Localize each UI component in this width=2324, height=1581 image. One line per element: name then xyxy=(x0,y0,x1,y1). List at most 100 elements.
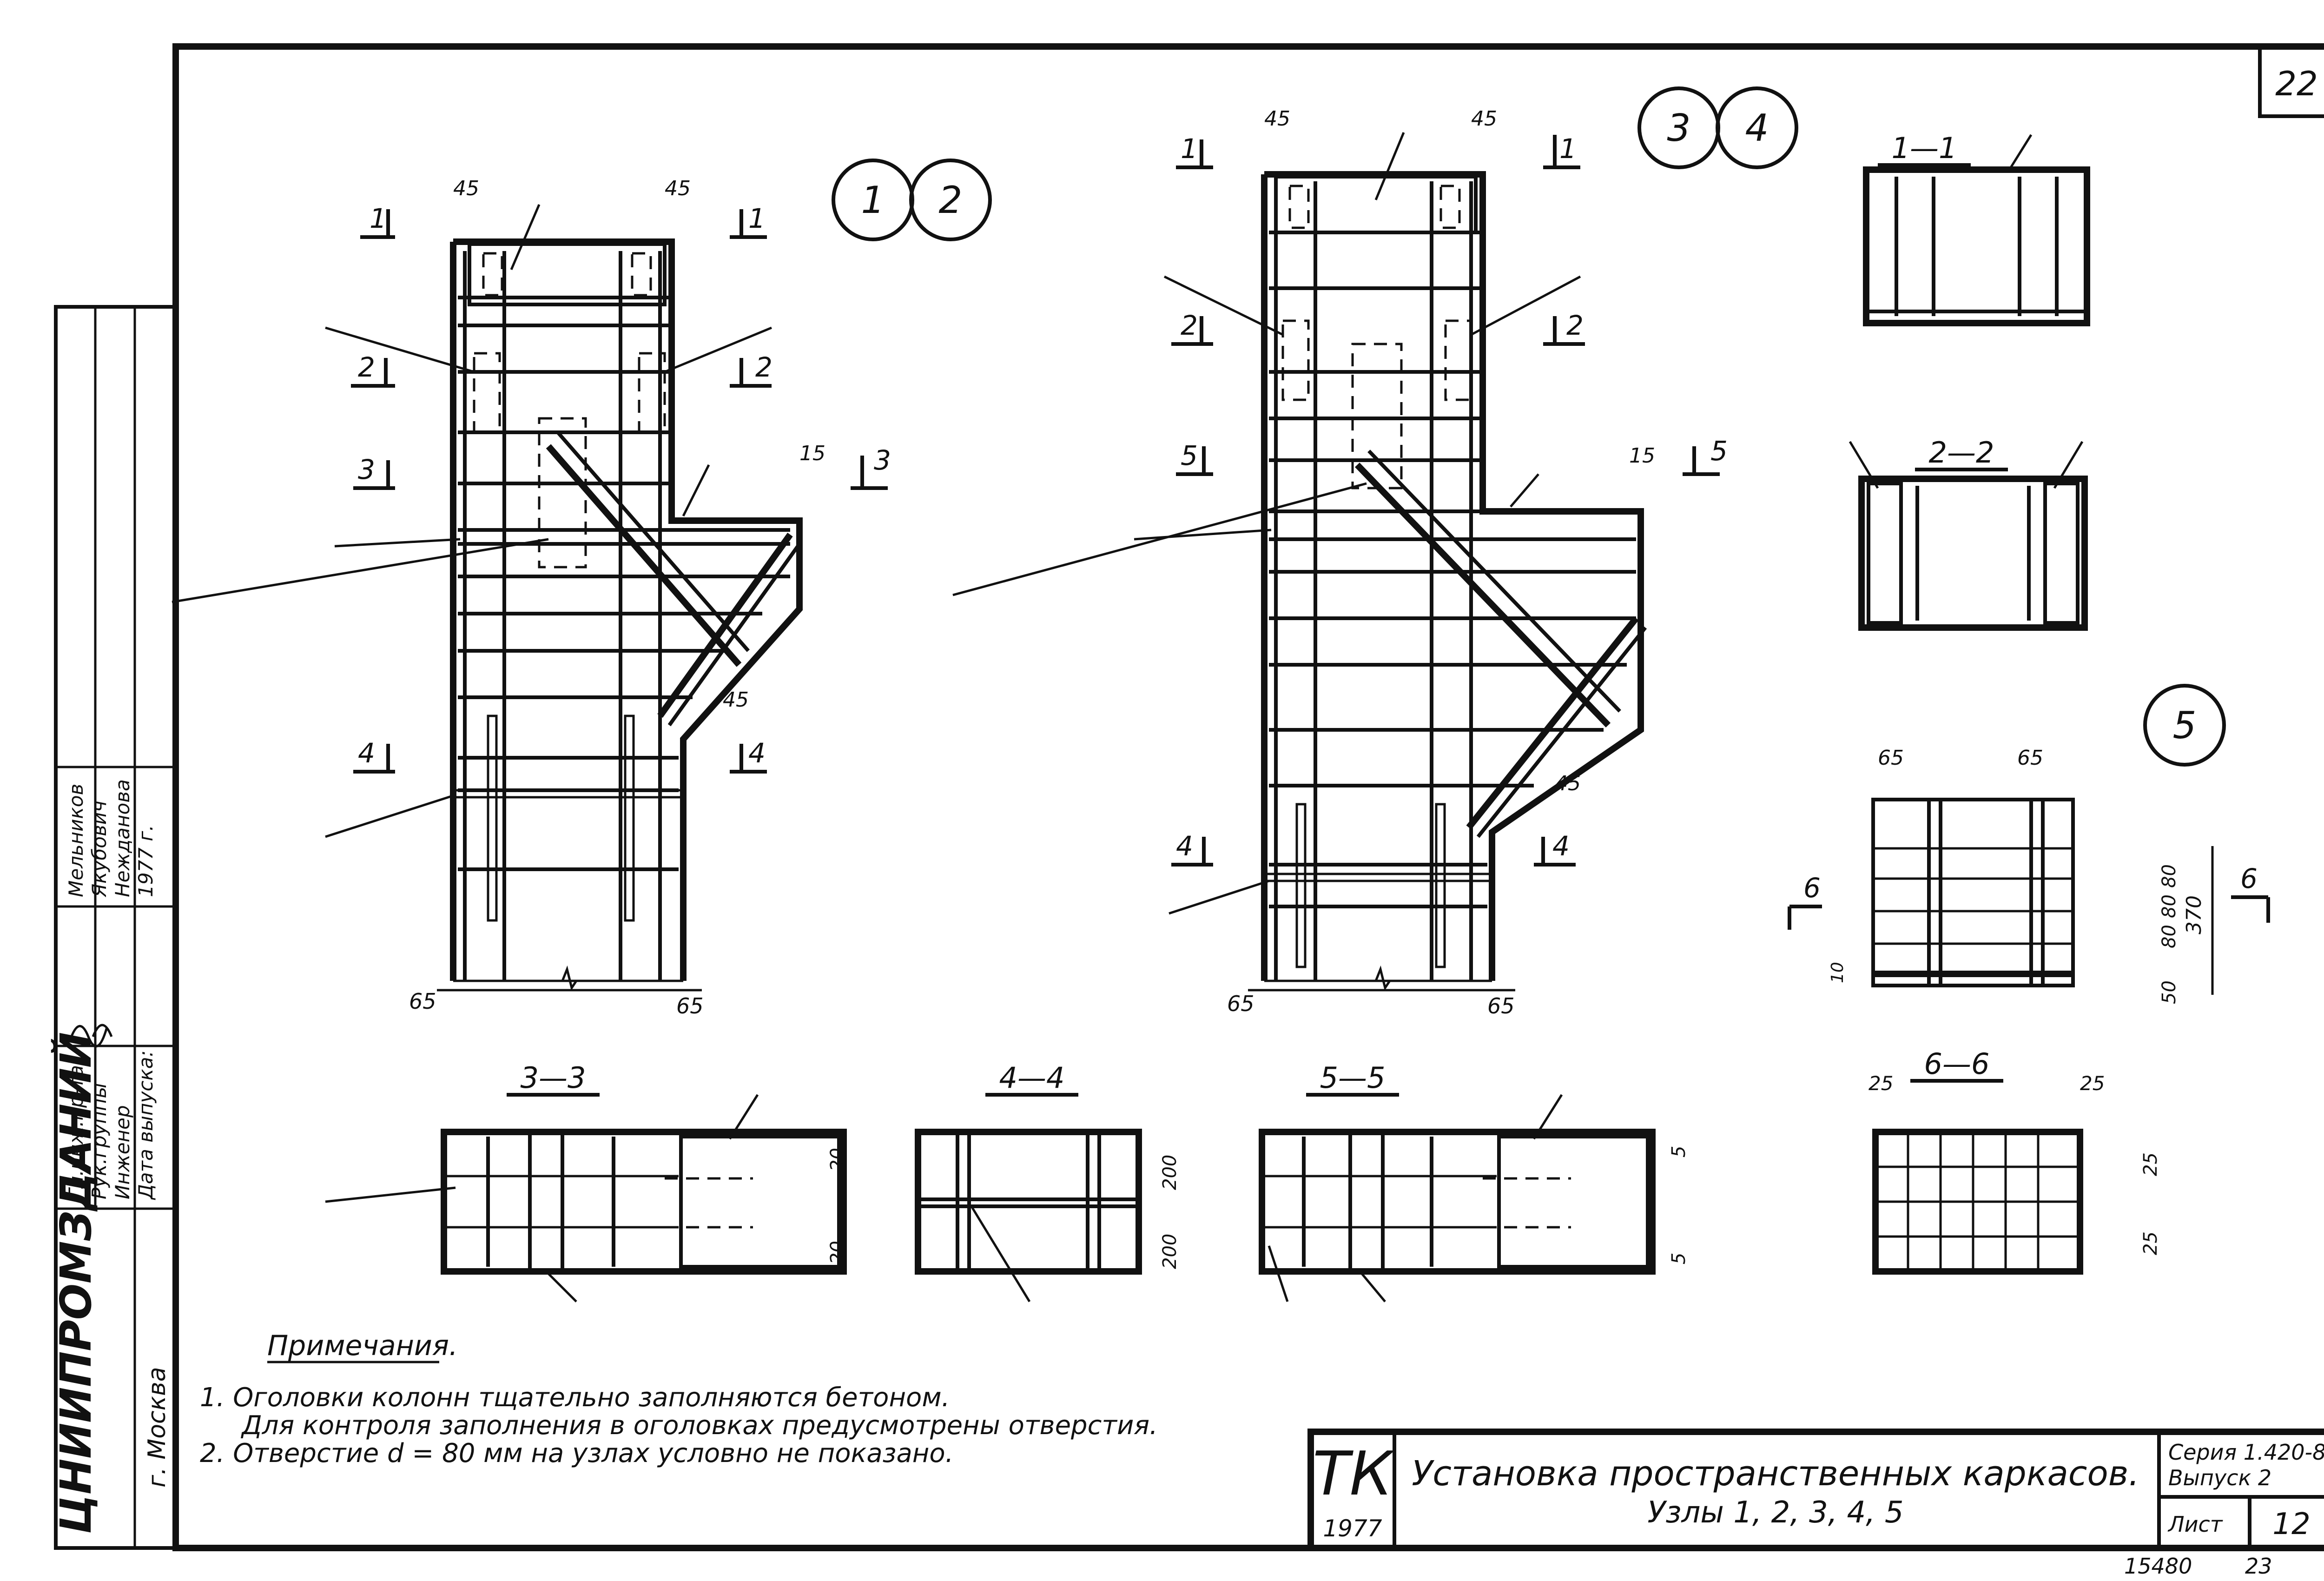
section-1-1: 1—1 xyxy=(1863,131,2090,326)
section-5-5-title: 5—5 xyxy=(1320,1061,1386,1095)
node-3-label: 3 xyxy=(1667,106,1691,150)
sig-role-4: Дата выпуска: xyxy=(134,1050,157,1200)
dim-370: 370 xyxy=(2182,895,2206,934)
node-3-4-labels: 1 1 2 2 5 5 4 4 45 45 15 45 65 65 xyxy=(952,107,1728,1019)
dim-65-b: 65 xyxy=(676,993,704,1019)
section-2-2: 2—2 xyxy=(1849,436,2088,631)
tb-sheet-label: Лист xyxy=(2167,1512,2223,1537)
cut-2-left: 2 xyxy=(358,351,375,383)
dim-50-a: 50 xyxy=(2159,980,2180,1004)
dim-20-b: 20 xyxy=(827,1241,848,1264)
node-5-label: 5 xyxy=(2173,704,2197,747)
cut-1b-right: 1 xyxy=(1559,133,1577,165)
section-6-6: 6—6 25 25 25 25 xyxy=(1868,1047,2161,1275)
cut-5-right: 5 xyxy=(1710,435,1728,467)
dim-25-a: 25 xyxy=(1868,1072,1893,1095)
dim-65-e: 65 xyxy=(1878,746,1904,770)
section-4-4-title: 4—4 xyxy=(999,1061,1065,1095)
dim-45-d: 45 xyxy=(1264,107,1290,131)
signature-scribble xyxy=(68,1024,113,1048)
cut-4b-left: 4 xyxy=(1176,830,1193,862)
node-3-4-elevation: 3 4 xyxy=(1261,86,1798,991)
cut-6-left: 6 xyxy=(1803,872,1821,904)
node-4-circle xyxy=(1716,86,1798,169)
title-block: ТК 1977 Установка пространственных карка… xyxy=(1307,1429,2324,1579)
dim-200-b: 200 xyxy=(1159,1234,1181,1269)
sig-name-3: Нежданова xyxy=(111,779,134,897)
node-1-2-labels: 1 1 2 2 3 3 4 4 45 45 15 45 65 65 xyxy=(172,177,891,1019)
section-2-2-title: 2—2 xyxy=(1929,436,1994,470)
cut-2b-left: 2 xyxy=(1181,310,1198,341)
cut-6-right: 6 xyxy=(2240,863,2258,894)
dim-45-c: 45 xyxy=(723,688,749,712)
cut-3-right: 3 xyxy=(874,444,891,476)
node-2-label: 2 xyxy=(939,179,963,222)
dim-80-b: 80 xyxy=(2159,894,2180,918)
section-3-3: 3—3 20 20 xyxy=(325,1061,848,1303)
node-4-label: 4 xyxy=(1745,106,1769,150)
dim-65-d: 65 xyxy=(1487,993,1515,1019)
dim-65-c: 65 xyxy=(1227,991,1254,1016)
tb-archive-no: 15480 xyxy=(2124,1554,2192,1579)
tb-issue: Выпуск 2 xyxy=(2168,1465,2271,1490)
node-1-label: 1 xyxy=(861,179,885,222)
cut-4b-right: 4 xyxy=(1552,830,1570,862)
stamp-city: г. Москва xyxy=(143,1367,171,1488)
node-2-circle xyxy=(909,159,992,241)
dim-65-f: 65 xyxy=(2017,746,2043,770)
node-5: 5 65 65 6 6 370 80 80 80 50 10 xyxy=(1788,684,2270,1004)
dim-25-d: 25 xyxy=(2140,1231,2161,1255)
tb-title-2: Узлы 1, 2, 3, 4, 5 xyxy=(1647,1495,1903,1530)
cut-2-right: 2 xyxy=(755,351,772,383)
note-1-line-1: 1. Оголовки колонн тщательно заполняются… xyxy=(200,1383,950,1413)
dim-25-b: 25 xyxy=(2080,1072,2105,1095)
section-1-1-title: 1—1 xyxy=(1892,131,1957,165)
tb-archive-page: 23 xyxy=(2245,1554,2272,1579)
tb-series: Серия 1.420-8 xyxy=(2168,1440,2324,1465)
stamp-org: ЦНИИПРОМЗДАНИЙ xyxy=(51,1032,101,1534)
cut-1-right: 1 xyxy=(748,203,766,234)
dim-65-a: 65 xyxy=(409,989,436,1014)
notes: Примечания. 1. Оголовки колонн тщательно… xyxy=(200,1330,1158,1469)
page-number: 22 xyxy=(2275,64,2318,103)
tb-code: ТК xyxy=(1313,1438,1395,1509)
dim-80-c: 80 xyxy=(2159,925,2180,948)
section-5-5: 5—5 5 5 xyxy=(1259,1061,1690,1303)
dim-15-a: 15 xyxy=(799,442,825,465)
dim-45-e: 45 xyxy=(1471,107,1497,131)
tb-year: 1977 xyxy=(1323,1515,1382,1542)
dim-5-a: 5 xyxy=(1668,1146,1690,1158)
dim-20-a: 20 xyxy=(827,1148,848,1171)
dim-5-b: 5 xyxy=(1668,1253,1690,1264)
dim-200-a: 200 xyxy=(1159,1155,1181,1190)
cut-2b-right: 2 xyxy=(1566,310,1584,341)
sig-role-2: Рук.группы xyxy=(88,1083,111,1199)
sig-role-1: Гл.инж.пр-та xyxy=(65,1065,87,1199)
dim-25-c: 25 xyxy=(2140,1152,2161,1176)
cut-5-left: 5 xyxy=(1181,440,1198,471)
note-1-line-2: Для контроля заполнения в оголовках пред… xyxy=(240,1410,1158,1441)
dim-45-f: 45 xyxy=(1555,772,1581,795)
tb-title-1: Установка пространственных каркасов. xyxy=(1412,1454,2139,1494)
cut-4-right: 4 xyxy=(748,737,766,769)
sig-name-1: Мельников xyxy=(65,784,87,897)
node-5-circle xyxy=(2143,684,2226,767)
dim-15-b: 15 xyxy=(1629,444,1655,468)
page-number-box xyxy=(2258,45,2324,118)
dim-45-b: 45 xyxy=(665,177,691,200)
section-3-3-title: 3—3 xyxy=(521,1061,586,1095)
sig-name-2: Якубович xyxy=(88,800,111,898)
dim-45-a: 45 xyxy=(453,177,479,200)
cut-1-left: 1 xyxy=(370,203,387,234)
cut-4-left: 4 xyxy=(358,737,375,769)
section-6-6-title: 6—6 xyxy=(1924,1047,1990,1081)
cut-3-left: 3 xyxy=(358,454,375,485)
sig-role-3: Инженер xyxy=(111,1105,134,1199)
dim-80-a: 80 xyxy=(2159,864,2180,888)
node-1-2-elevation: 1 2 xyxy=(450,159,992,991)
left-stamp: ЦНИИПРОМЗДАНИЙ г. Москва Гл.инж.пр-та Ру… xyxy=(51,305,178,1550)
section-4-4: 4—4 200 200 xyxy=(915,1061,1181,1303)
cut-1b-left: 1 xyxy=(1181,133,1198,165)
note-2-line-1: 2. Отверстие d = 80 мм на узлах условно … xyxy=(200,1438,953,1469)
